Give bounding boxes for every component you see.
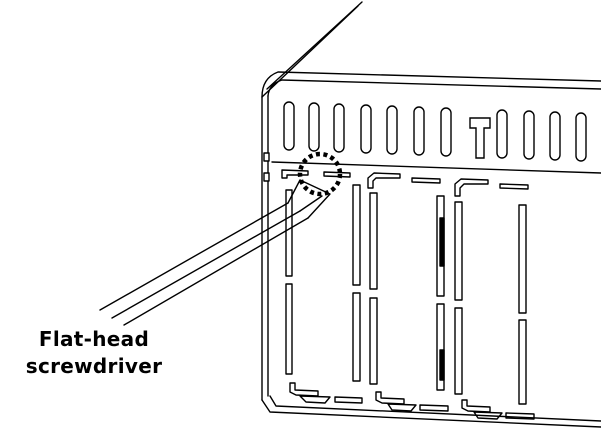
ventilation-slots [283,101,587,162]
label-line-1: Flat-head [38,327,150,351]
terminal-slots [281,169,535,420]
device-housing [261,1,601,428]
dotted-circle-icon [297,151,343,197]
screwdriver-label: Flat-head screwdriver [0,326,188,380]
label-line-2: screwdriver [25,354,163,378]
flat-head-screwdriver [99,179,331,326]
